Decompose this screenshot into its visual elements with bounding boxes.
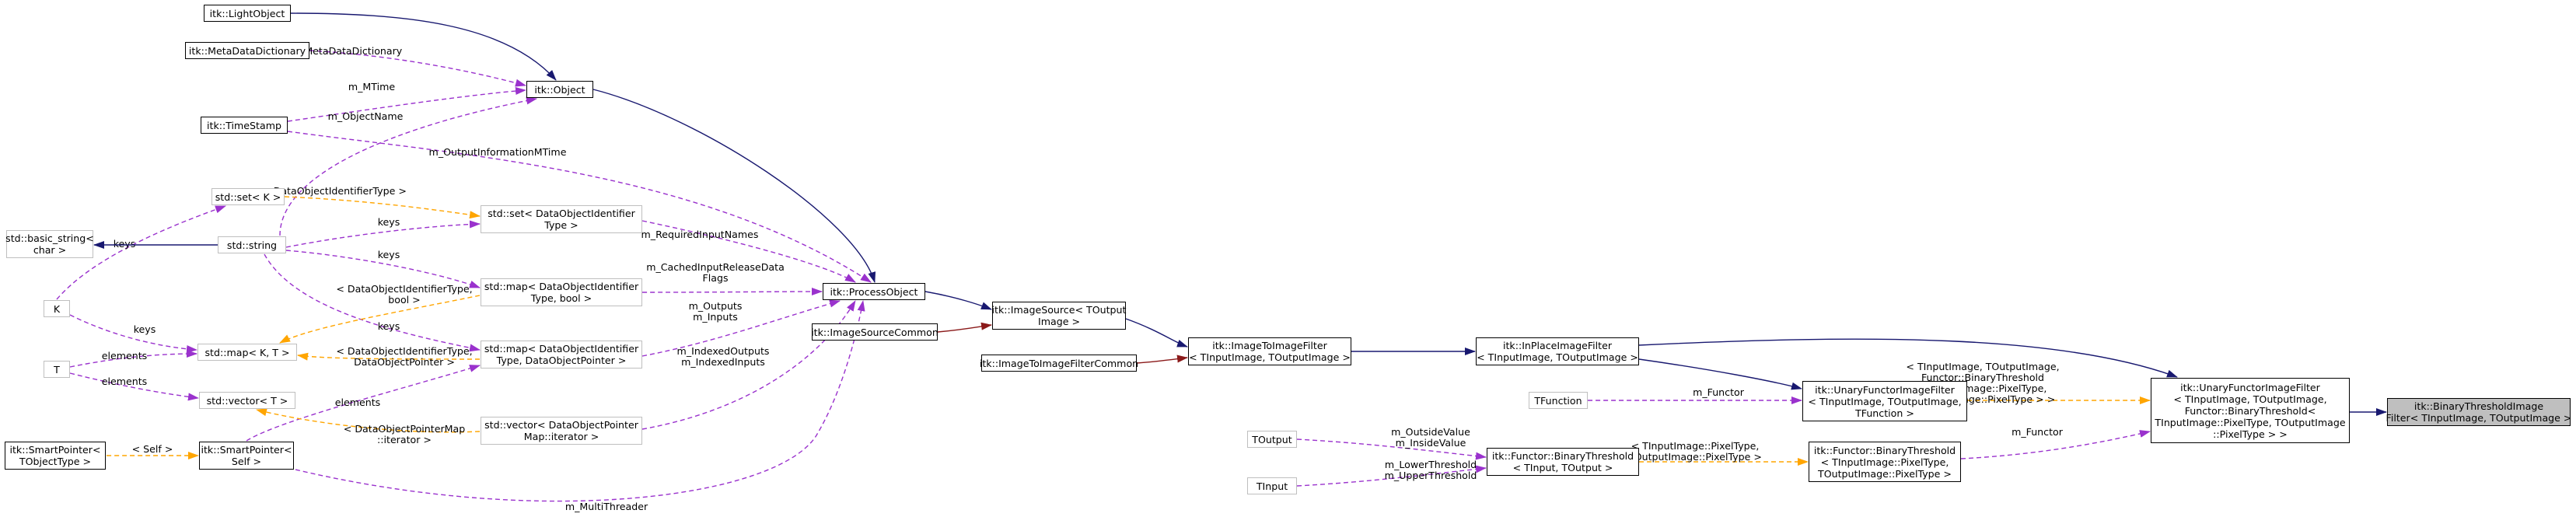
node-std-map-dataobjectidentifiertype-pointer[interactable]: std::map< DataObjectIdentifier Type, Dat… (481, 341, 642, 369)
edge-label-setdoid-to-processobject: m_RequiredInputNames (641, 229, 759, 240)
node-std-basic-string[interactable]: std::basic_string< char > (5, 230, 94, 258)
node-tinput[interactable]: TInput (1247, 477, 1297, 494)
edge-label-stdstring-to-object: m_ObjectName (328, 110, 404, 122)
node-std-set-k[interactable]: std::set< K > (211, 188, 285, 205)
node-k[interactable]: K (44, 300, 70, 317)
edge-k-to-mapkt (69, 314, 197, 354)
edge-label-smartptrself-to-mapdoidptr: elements (335, 396, 381, 408)
edge-t-to-mapkt (69, 350, 197, 368)
edge-timestamp-to-object (287, 87, 526, 122)
edge-k-to-setk (56, 205, 226, 300)
edge-label-metadatadict-to-object: m_MetaDataDictionary (290, 45, 403, 57)
node-object[interactable]: itk::Object (526, 81, 593, 98)
node-std-vector-dataobjectpointermap-iterator[interactable]: std::vector< DataObjectPointer Map::iter… (481, 417, 642, 445)
node-lightobject[interactable]: itk::LightObject (204, 5, 291, 22)
edge-lightobject-to-object (290, 12, 557, 81)
node-imagesourcecommon[interactable]: itk::ImageSourceCommon (811, 323, 938, 341)
edge-label-smartptrobj-to-smartptrself: < Self > (132, 443, 173, 455)
node-binarythresholdimagefilter[interactable]: itk::BinaryThresholdImage Filter< TInput… (2386, 398, 2571, 426)
node-t[interactable]: T (44, 361, 70, 378)
edge-label-binthreshpix-to-unaryfunctorbt: m_Functor (2012, 426, 2064, 438)
node-binarythreshold-tinput-toutput[interactable]: itk::Functor::BinaryThreshold < TInput, … (1487, 448, 1639, 476)
edge-tinput-to-binthreshtpl (1296, 465, 1487, 487)
edge-imagesource-to-imgfilter (1125, 318, 1188, 348)
node-std-map-dataobjectidentifiertype-bool[interactable]: std::map< DataObjectIdentifier Type, boo… (481, 278, 642, 306)
edge-label-t-to-mapkt: elements (102, 350, 148, 362)
edge-smartptrself-to-mapdoidptr (246, 365, 481, 442)
node-timestamp[interactable]: itk::TimeStamp (201, 117, 288, 134)
edge-stdstring-to-mapdoidbool (285, 250, 481, 288)
node-std-vector-t[interactable]: std::vector< T > (199, 392, 295, 409)
edge-label-tfunction-to-unaryfunctort: m_Functor (1693, 386, 1745, 398)
edge-label-timestamp-to-object: m_MTime (348, 81, 396, 93)
edge-vectort-to-vectoriter (256, 408, 481, 433)
edge-label-vectort-to-vectoriter: < DataObjectPointerMap::iterator > (344, 423, 465, 445)
edge-label-stdstring-to-mapdoidbool: keys (378, 249, 400, 260)
edge-label-setk-to-setdoid: < DataObjectIdentifierType > (262, 185, 407, 197)
edge-mapdoidptr-to-processobject (641, 299, 841, 357)
edge-stdstring-to-setdoid (285, 220, 481, 248)
edge-t-to-vectort (69, 372, 199, 401)
edge-binthreshpix-to-unaryfunctorbt (1960, 430, 2151, 459)
edge-toutput-to-binthreshtpl (1296, 438, 1487, 460)
node-metadatadictionary[interactable]: itk::MetaDataDictionary (185, 42, 309, 59)
edge-timestamp-to-processobject (287, 131, 872, 283)
node-tfunction[interactable]: TFunction (1529, 392, 1588, 409)
node-std-set-dataobjectidentifiertype[interactable]: std::set< DataObjectIdentifier Type > (481, 205, 642, 233)
node-std-string[interactable]: std::string (218, 236, 286, 253)
edge-label-mapkt-to-mapdoidbool: < DataObjectIdentifierType,bool > (336, 283, 472, 306)
node-imagetoimagefiltercommon[interactable]: itk::ImageToImageFilterCommon (980, 355, 1138, 372)
node-binarythreshold-pixeltype[interactable]: itk::Functor::BinaryThreshold < TInputIm… (1809, 442, 1961, 482)
node-imagetoimagefilter[interactable]: itk::ImageToImageFilter < TInputImage, T… (1188, 337, 1351, 365)
edge-stdstring-to-object (279, 96, 537, 236)
edge-setdoid-to-processobject (641, 220, 856, 283)
node-inplaceimagefilter[interactable]: itk::InPlaceImageFilter < TInputImage, T… (1476, 337, 1639, 365)
edge-object-to-processobject (592, 89, 876, 283)
node-smartpointer-self[interactable]: itk::SmartPointer< Self > (199, 442, 294, 470)
edge-label-mapkt-to-mapdoidptr: < DataObjectIdentifierType,DataObjectPoi… (336, 345, 472, 368)
edge-inplace-to-unaryfunctort (1638, 358, 1802, 390)
node-smartpointer-tobjecttype[interactable]: itk::SmartPointer< TObjectType > (5, 442, 106, 470)
edge-smartptrself-to-processobject (295, 300, 865, 502)
edge-label-k-to-setk: keys (114, 238, 136, 250)
edge-label-t-to-vectort: elements (102, 376, 148, 387)
edge-label-stdstring-to-mapdoidptr: keys (378, 320, 400, 332)
node-processobject[interactable]: itk::ProcessObject (823, 283, 925, 300)
edge-setk-to-setdoid (284, 196, 481, 219)
edge-stdstring-to-mapdoidptr (264, 253, 481, 352)
edge-label-timestamp-to-processobject: m_OutputInformationMTime (429, 146, 567, 158)
node-unaryfunctorimagefilter-tfunction[interactable]: itk::UnaryFunctorImageFilter < TInputIma… (1802, 381, 1967, 421)
edge-metadatadict-to-object (309, 50, 526, 87)
edge-label-stdstring-to-setdoid: keys (378, 216, 400, 228)
edge-label-smartptrself-to-processobject: m_MultiThreader (565, 501, 648, 512)
node-std-map-k-t[interactable]: std::map< K, T > (197, 344, 297, 361)
edge-imgfiltercommon-to-imgfilter (1136, 355, 1188, 364)
edge-inplace-to-unaryfunctorbt (1638, 338, 2178, 378)
edge-label-k-to-mapkt: keys (134, 323, 156, 335)
node-toutput[interactable]: TOutput (1247, 431, 1297, 448)
edge-processobject-to-imagesource (924, 291, 992, 310)
node-unaryfunctorimagefilter-binarythreshold[interactable]: itk::UnaryFunctorImageFilter < TInputIma… (2151, 378, 2350, 443)
edge-imagesourcecommon-to-imagesource (937, 322, 992, 333)
node-imagesource[interactable]: itk::ImageSource< TOutput Image > (992, 302, 1126, 330)
edge-label-binthreshtpl-to-binthreshpix: < TInputImage::PixelType,TOutputImage::P… (1627, 440, 1762, 463)
edge-mapkt-to-mapdoidbool (279, 295, 481, 344)
